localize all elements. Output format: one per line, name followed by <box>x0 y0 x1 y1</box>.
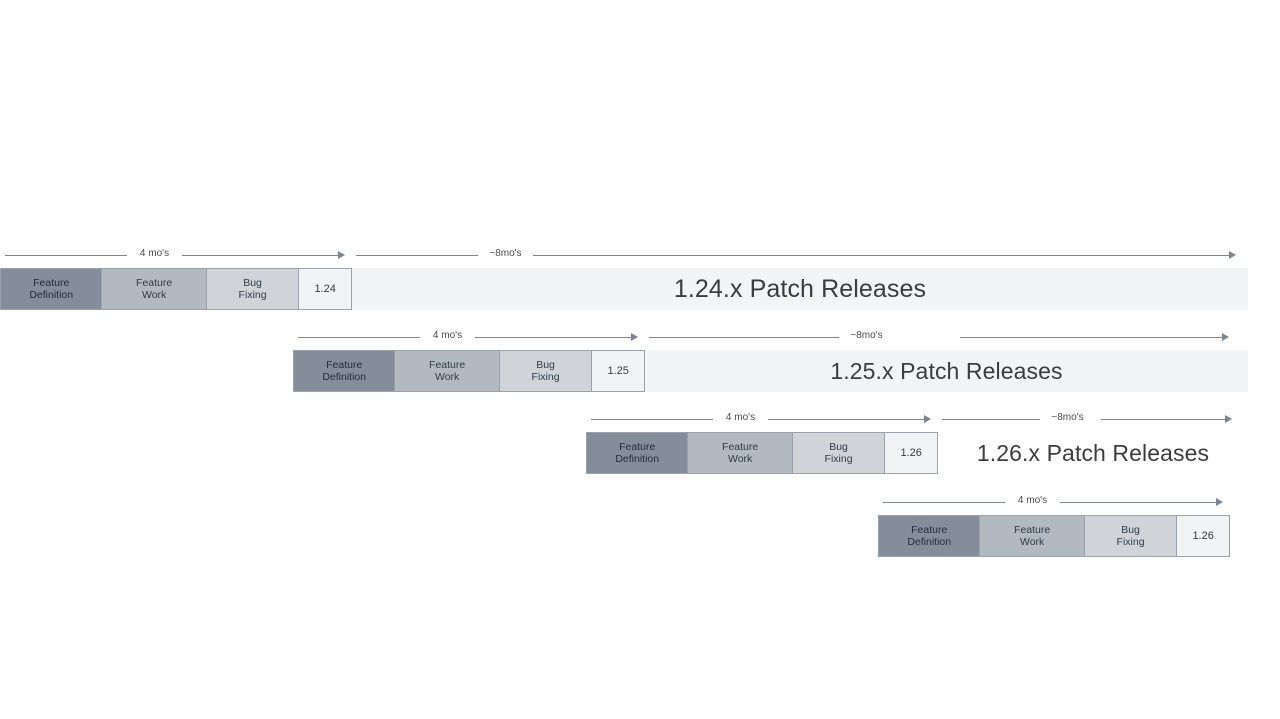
phase-bar-1-26: Feature Definition Feature Work Bug Fixi… <box>586 432 938 474</box>
phase-label-line1: Feature <box>326 358 363 371</box>
dev-duration-text: 4 mo's <box>725 412 756 423</box>
phase-bar-1-25: Feature Definition Feature Work Bug Fixi… <box>293 350 645 392</box>
phase-label-line1: Feature <box>136 276 173 289</box>
patch-releases-text: 1.24.x Patch Releases <box>673 274 927 303</box>
arrow-head-icon <box>1216 498 1223 506</box>
arrow-line-left <box>5 255 127 256</box>
patch-duration-arrow-1-25: ~8mo's <box>649 327 1229 349</box>
version-label: 1.26 <box>1192 529 1214 542</box>
phase-label-line2: Fixing <box>238 289 267 301</box>
arrow-line-right <box>1060 502 1216 503</box>
phase-label-line1: Bug <box>829 440 848 453</box>
release-row-1-24: 1.24.x Patch Releases 4 mo's ~8mo's Feat… <box>0 245 1280 327</box>
phase-label-line2: Fixing <box>824 453 853 465</box>
phase-feature-definition[interactable]: Feature Definition <box>587 433 689 473</box>
version-label: 1.24 <box>314 282 336 295</box>
version-box-1-26[interactable]: 1.26 <box>885 433 937 473</box>
arrow-line-left <box>591 419 713 420</box>
phase-bug-fixing[interactable]: Bug Fixing <box>206 269 300 309</box>
phase-label-line1: Bug <box>1121 523 1140 536</box>
patch-releases-label-1-25: 1.25.x Patch Releases <box>645 350 1248 392</box>
patch-duration-text: ~8mo's <box>850 330 883 341</box>
phase-label-line2: Work <box>727 453 753 465</box>
patch-releases-text: 1.26.x Patch Releases <box>976 439 1210 466</box>
arrow-head-icon <box>1225 415 1232 423</box>
phase-feature-definition[interactable]: Feature Definition <box>879 516 981 556</box>
version-box-1-25[interactable]: 1.25 <box>592 351 644 391</box>
phase-label-line2: Definition <box>615 453 660 465</box>
phase-feature-work[interactable]: Feature Work <box>102 269 207 309</box>
arrow-head-icon <box>1222 333 1229 341</box>
phase-bar-1-24: Feature Definition Feature Work Bug Fixi… <box>0 268 352 310</box>
phase-feature-work[interactable]: Feature Work <box>688 433 793 473</box>
dev-duration-text: 4 mo's <box>432 330 463 341</box>
arrow-head-icon <box>338 251 345 259</box>
arrow-line-left <box>356 255 478 256</box>
patch-duration-arrow-1-24: ~8mo's <box>356 245 1236 267</box>
phase-feature-definition[interactable]: Feature Definition <box>1 269 103 309</box>
dev-duration-text: 4 mo's <box>1017 495 1048 506</box>
arrow-head-icon <box>924 415 931 423</box>
phase-feature-work[interactable]: Feature Work <box>395 351 500 391</box>
dev-duration-arrow-1-26: 4 mo's <box>591 409 931 431</box>
phase-label-line1: Feature <box>429 358 466 371</box>
phase-bug-fixing[interactable]: Bug Fixing <box>792 433 886 473</box>
version-box-1-24[interactable]: 1.24 <box>299 269 351 309</box>
phase-label-line2: Fixing <box>531 371 560 383</box>
version-box-1-26-next[interactable]: 1.26 <box>1177 516 1229 556</box>
arrow-line-left <box>942 419 1040 420</box>
phase-label-line1: Feature <box>1014 523 1051 536</box>
release-row-1-26: 1.26.x Patch Releases 4 mo's ~8mo's Feat… <box>586 409 1280 491</box>
phase-label-line2: Fixing <box>1116 536 1145 548</box>
arrow-line-right <box>960 337 1222 338</box>
arrow-head-icon <box>1229 251 1236 259</box>
arrow-line-right <box>768 419 924 420</box>
phase-label-line1: Bug <box>243 276 262 289</box>
phase-feature-work[interactable]: Feature Work <box>980 516 1085 556</box>
phase-label-line1: Feature <box>619 440 656 453</box>
version-label: 1.26 <box>900 446 922 459</box>
phase-label-line1: Bug <box>536 358 555 371</box>
arrow-head-icon <box>631 333 638 341</box>
release-row-1-25: 1.25.x Patch Releases 4 mo's ~8mo's Feat… <box>293 327 1280 409</box>
phase-label-line2: Definition <box>29 289 74 301</box>
arrow-line-right <box>1101 419 1225 420</box>
dev-duration-arrow-1-24: 4 mo's <box>5 245 345 267</box>
phase-label-line1: Feature <box>33 276 70 289</box>
arrow-line-right <box>533 255 1229 256</box>
release-row-1-26-next: 4 mo's Feature Definition Feature Work B… <box>878 492 1280 574</box>
arrow-line-left <box>883 502 1005 503</box>
patch-duration-text: ~8mo's <box>489 248 522 259</box>
phase-label-line2: Definition <box>907 536 952 548</box>
version-label: 1.25 <box>607 364 629 377</box>
patch-releases-label-1-24: 1.24.x Patch Releases <box>352 268 1248 310</box>
phase-label-line2: Definition <box>322 371 367 383</box>
arrow-line-right <box>182 255 338 256</box>
phase-label-line1: Feature <box>911 523 948 536</box>
dev-duration-text: 4 mo's <box>139 248 170 259</box>
phase-bug-fixing[interactable]: Bug Fixing <box>499 351 593 391</box>
phase-label-line2: Work <box>1019 536 1045 548</box>
phase-label-line2: Work <box>141 289 167 301</box>
phase-bar-1-26-next: Feature Definition Feature Work Bug Fixi… <box>878 515 1230 557</box>
patch-releases-text: 1.25.x Patch Releases <box>830 357 1063 384</box>
phase-label-line1: Feature <box>722 440 759 453</box>
phase-label-line2: Work <box>434 371 460 383</box>
patch-duration-text: ~8mo's <box>1051 412 1084 423</box>
patch-duration-arrow-1-26: ~8mo's <box>942 409 1232 431</box>
patch-releases-label-1-26: 1.26.x Patch Releases <box>938 432 1248 474</box>
arrow-line-left <box>298 337 420 338</box>
phase-feature-definition[interactable]: Feature Definition <box>294 351 396 391</box>
arrow-line-left <box>649 337 839 338</box>
dev-duration-arrow-1-25: 4 mo's <box>298 327 638 349</box>
dev-duration-arrow-1-26-next: 4 mo's <box>883 492 1223 514</box>
arrow-line-right <box>475 337 631 338</box>
phase-bug-fixing[interactable]: Bug Fixing <box>1084 516 1178 556</box>
